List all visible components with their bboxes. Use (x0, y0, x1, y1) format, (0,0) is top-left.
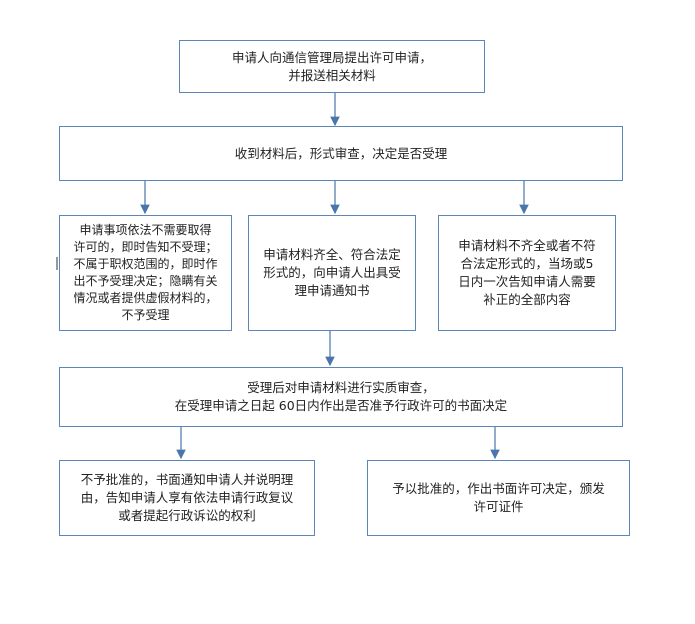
node-incomplete: 申请材料不齐全或者不符 合法定形式的，当场或5 日内一次告知申请人需要 补正的全… (438, 215, 616, 331)
node-deny: 不予批准的，书面通知申请人并说明理 由，告知申请人享有依法申请行政复议 或者提起… (59, 460, 315, 536)
node-approve: 予以批准的，作出书面许可决定，颁发 许可证件 (367, 460, 630, 536)
node-substantive: 受理后对申请材料进行实质审查， 在受理申请之日起 60日内作出是否准予行政许可的… (59, 367, 623, 427)
node-accept: 申请材料齐全、符合法定 形式的，向申请人出具受 理申请通知书 (248, 215, 416, 331)
node-reject: 申请事项依法不需要取得 许可的，即时告知不受理； 不属于职权范围的，即时作 出不… (59, 215, 232, 331)
node-review: 收到材料后，形式审查，决定是否受理 (59, 126, 623, 181)
node-apply: 申请人向通信管理局提出许可申请，并报送相关材料 (179, 40, 485, 93)
